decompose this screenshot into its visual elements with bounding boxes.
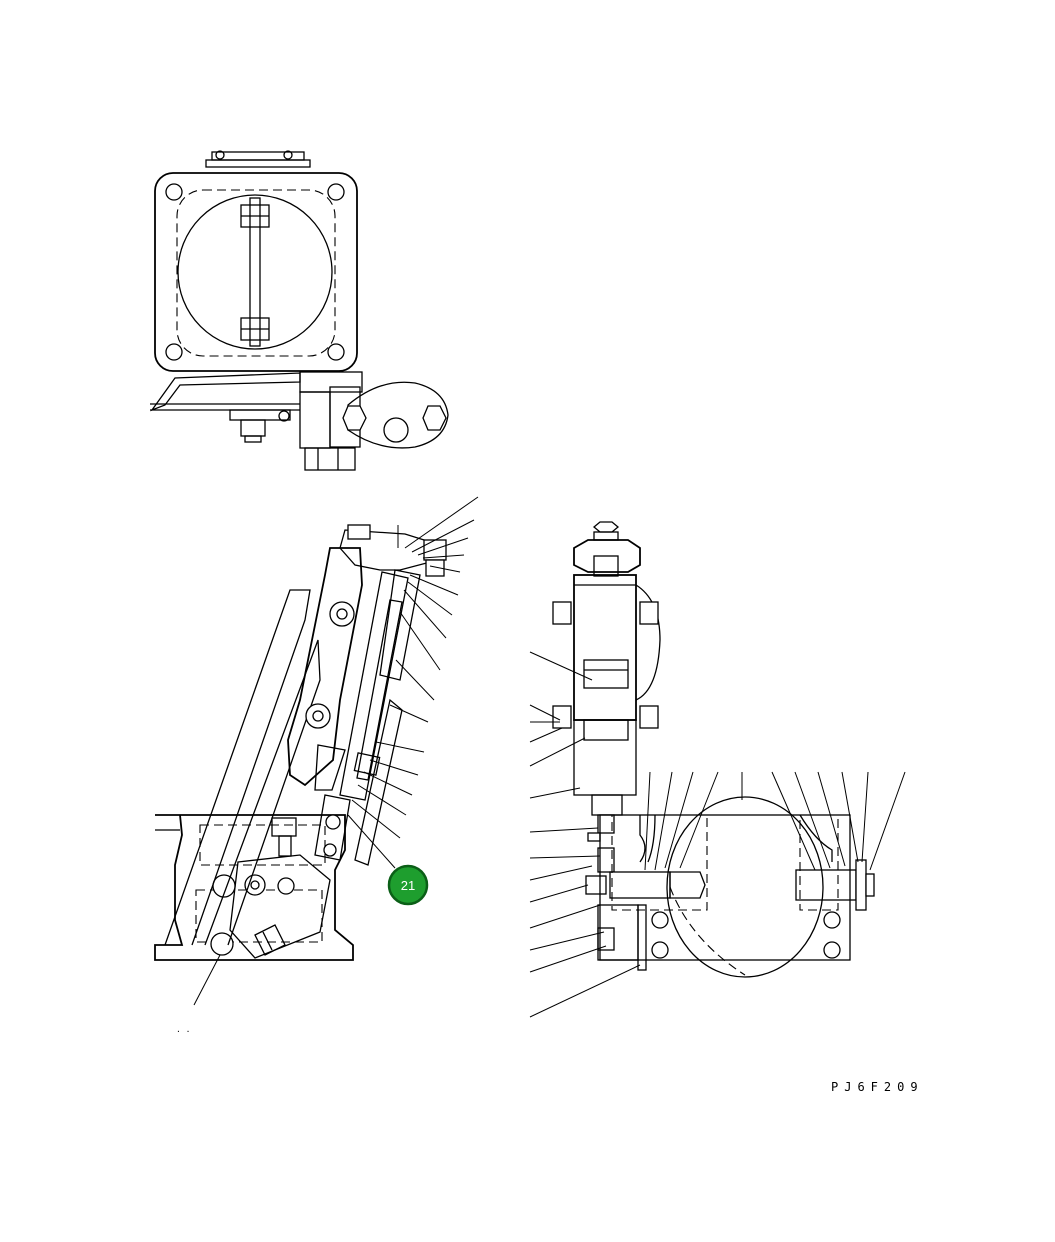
valve-side-view xyxy=(529,521,906,1018)
svg-text:· ·: · · xyxy=(176,1027,190,1036)
valve-front-view: · · xyxy=(154,496,479,1036)
callout-21[interactable]: 21 xyxy=(387,864,429,906)
drawing-code: PJ6F209 xyxy=(831,1080,924,1094)
valve-top-view xyxy=(150,150,449,471)
callout-21-label: 21 xyxy=(401,878,415,893)
